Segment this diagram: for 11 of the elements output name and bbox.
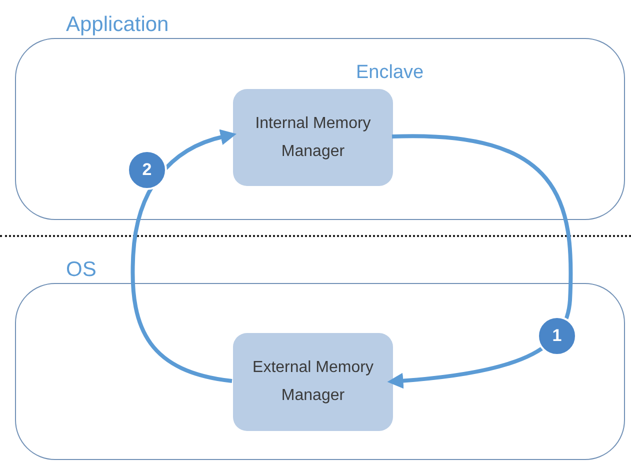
region-label: Enclave xyxy=(356,61,424,85)
arrow xyxy=(387,134,573,389)
region-title: OS xyxy=(66,257,96,283)
box-label: Internal Memory Manager xyxy=(254,114,372,162)
arrow xyxy=(130,130,236,383)
step-badge: 1 xyxy=(537,316,577,356)
box-label: External Memory Manager xyxy=(252,358,374,406)
process-box xyxy=(233,89,393,186)
step-badge: 2 xyxy=(127,150,167,190)
region-title: Application xyxy=(66,12,169,38)
process-box xyxy=(233,333,393,431)
